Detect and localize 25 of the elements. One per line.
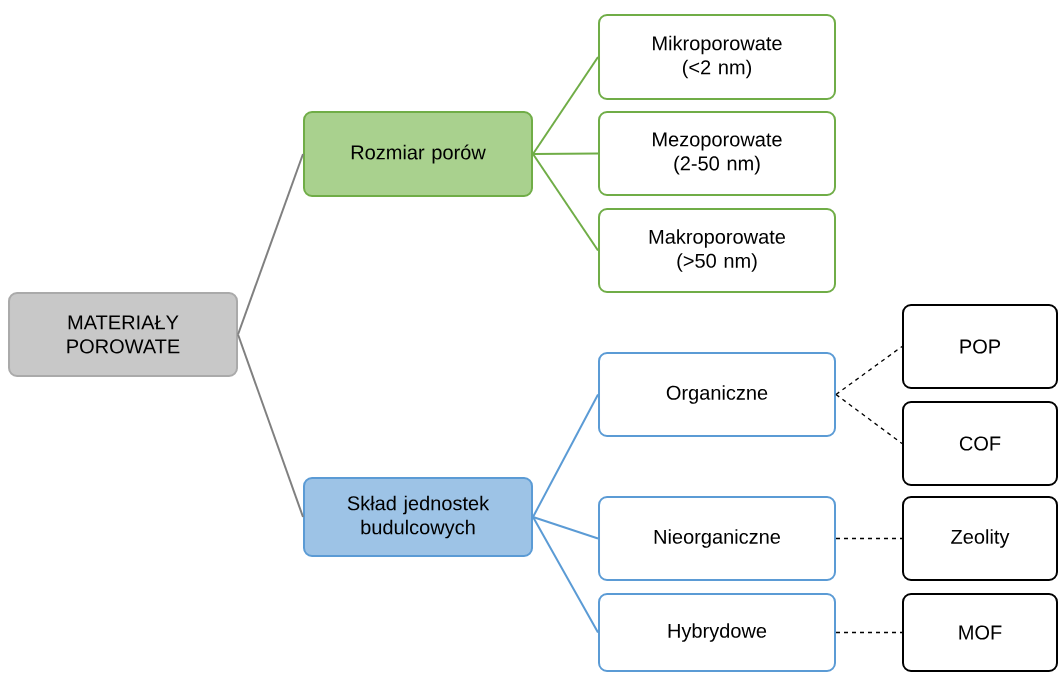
example-box: MOF xyxy=(902,593,1058,672)
connector-line xyxy=(532,516,599,540)
category-box: MATERIAŁY POROWATE xyxy=(8,292,238,377)
connector-line xyxy=(237,333,304,518)
category-box: Skład jednostek budulcowych xyxy=(303,477,533,557)
connector-line xyxy=(532,516,599,634)
class-box: Makroporowate (>50 nm) xyxy=(598,208,836,293)
connector-line xyxy=(532,393,599,518)
example-box: Zeolity xyxy=(902,496,1058,581)
class-box: Nieorganiczne xyxy=(598,496,836,581)
dashed-connector xyxy=(835,631,903,634)
class-box: Mikroporowate (<2 nm) xyxy=(598,14,836,100)
category-box: Rozmiar porów xyxy=(303,111,533,197)
connector-line xyxy=(532,153,599,252)
dashed-connector xyxy=(835,345,903,396)
example-box: COF xyxy=(902,401,1058,486)
connector-line xyxy=(532,56,599,155)
class-box: Organiczne xyxy=(598,352,836,437)
connector-line xyxy=(532,152,599,155)
connector-line xyxy=(237,153,304,336)
example-box: POP xyxy=(902,304,1058,389)
class-box: Hybrydowe xyxy=(598,593,836,672)
class-box: Mezoporowate (2-50 nm) xyxy=(598,111,836,196)
dashed-connector xyxy=(835,393,903,445)
dashed-connector xyxy=(835,537,903,540)
